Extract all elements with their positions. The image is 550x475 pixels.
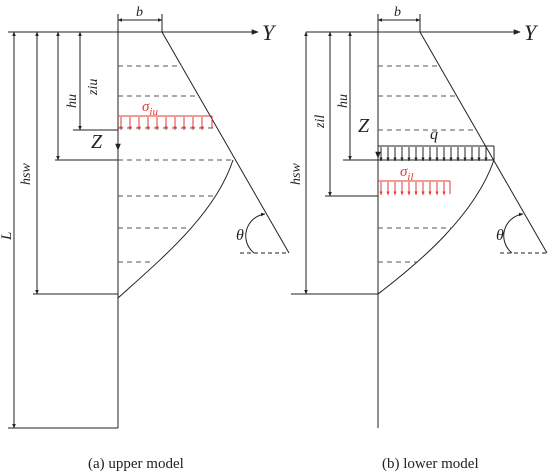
hsw-label-r: hsw bbox=[289, 163, 304, 185]
y-axis-label-r: Y bbox=[524, 20, 539, 45]
sigma-iu-stress-block bbox=[118, 115, 213, 131]
layer-dashes-r bbox=[378, 65, 477, 263]
q-label: q bbox=[430, 126, 438, 143]
caption-lower-model: (b) lower model bbox=[382, 456, 479, 472]
theta-label-r: θ bbox=[496, 227, 504, 244]
slip-boundary-line-r bbox=[419, 31, 548, 254]
sigma-il-label: σil bbox=[400, 164, 414, 183]
hu-label-r: hu bbox=[336, 94, 351, 108]
b-label: b bbox=[136, 5, 143, 20]
z-axis-label: Z bbox=[91, 131, 103, 153]
theta-angle-arc-r bbox=[503, 212, 524, 254]
caption-upper-model: (a) upper model bbox=[88, 456, 184, 472]
sigma-iu-label: σiu bbox=[142, 99, 158, 118]
b-label-r: b bbox=[394, 5, 401, 20]
sigma-il-stress-block bbox=[378, 180, 451, 196]
L-label: L bbox=[0, 232, 15, 241]
theta-label: θ bbox=[236, 227, 244, 244]
lower-model-diagram bbox=[291, 14, 548, 428]
hsw-label: hsw bbox=[19, 163, 34, 185]
slip-boundary-line bbox=[161, 31, 290, 254]
layer-dashes bbox=[118, 65, 233, 263]
slip-curve-r bbox=[377, 159, 495, 295]
ziu-label: ziu bbox=[86, 79, 101, 96]
hu-label: hu bbox=[65, 94, 80, 108]
y-axis-label: Y bbox=[262, 20, 277, 45]
zil-label: zil bbox=[313, 115, 328, 129]
q-surcharge-block bbox=[378, 145, 495, 162]
slip-curve bbox=[117, 159, 234, 299]
theta-angle-arc bbox=[245, 212, 266, 254]
z-axis-label-r: Z bbox=[358, 115, 370, 137]
upper-model-diagram bbox=[8, 14, 290, 429]
